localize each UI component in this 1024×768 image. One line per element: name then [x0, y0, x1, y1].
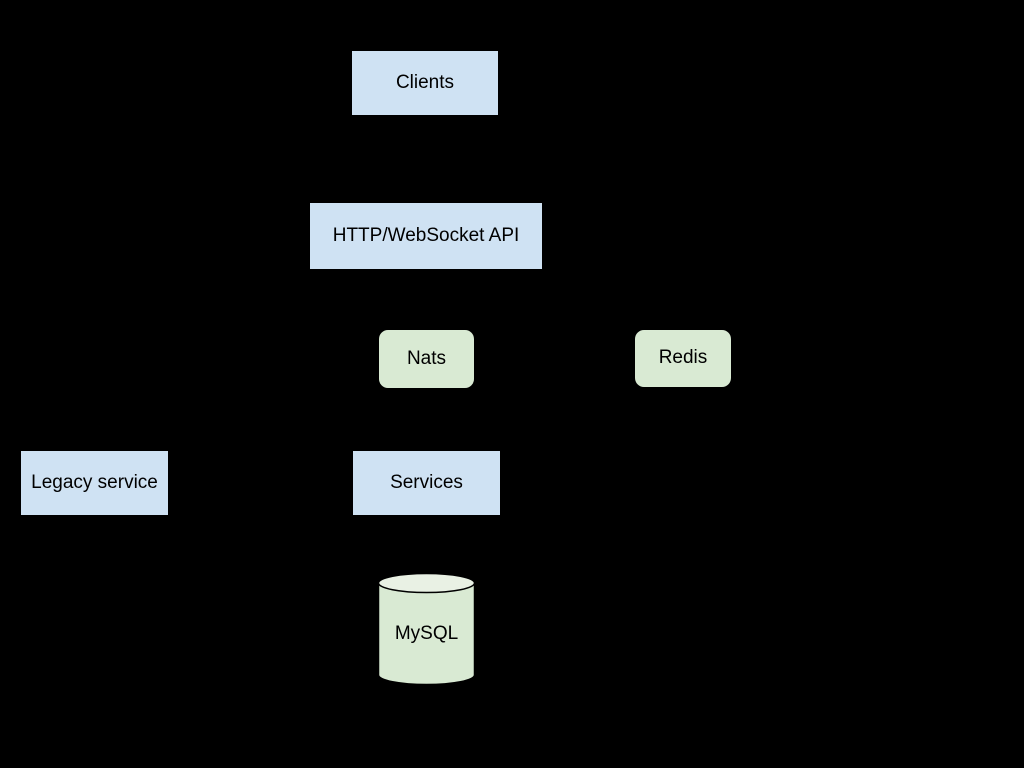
node-clients-label: Clients — [395, 71, 455, 93]
node-mysql: MySQL — [377, 572, 476, 686]
node-legacy-service-label: Legacy service — [31, 471, 158, 493]
node-nats-label: Nats — [406, 347, 447, 369]
database-cylinder-icon — [377, 572, 476, 686]
node-legacy-service: Legacy service — [21, 451, 168, 515]
node-services: Services — [353, 451, 500, 515]
node-mysql-label: MySQL — [394, 622, 459, 644]
node-clients: Clients — [352, 51, 498, 115]
node-redis-label: Redis — [658, 347, 708, 369]
node-nats: Nats — [378, 329, 475, 389]
node-redis: Redis — [634, 329, 732, 388]
node-services-label: Services — [390, 471, 463, 493]
node-http-websocket-api-label: HTTP/WebSocket API — [332, 224, 520, 246]
node-http-websocket-api: HTTP/WebSocket API — [310, 203, 542, 269]
